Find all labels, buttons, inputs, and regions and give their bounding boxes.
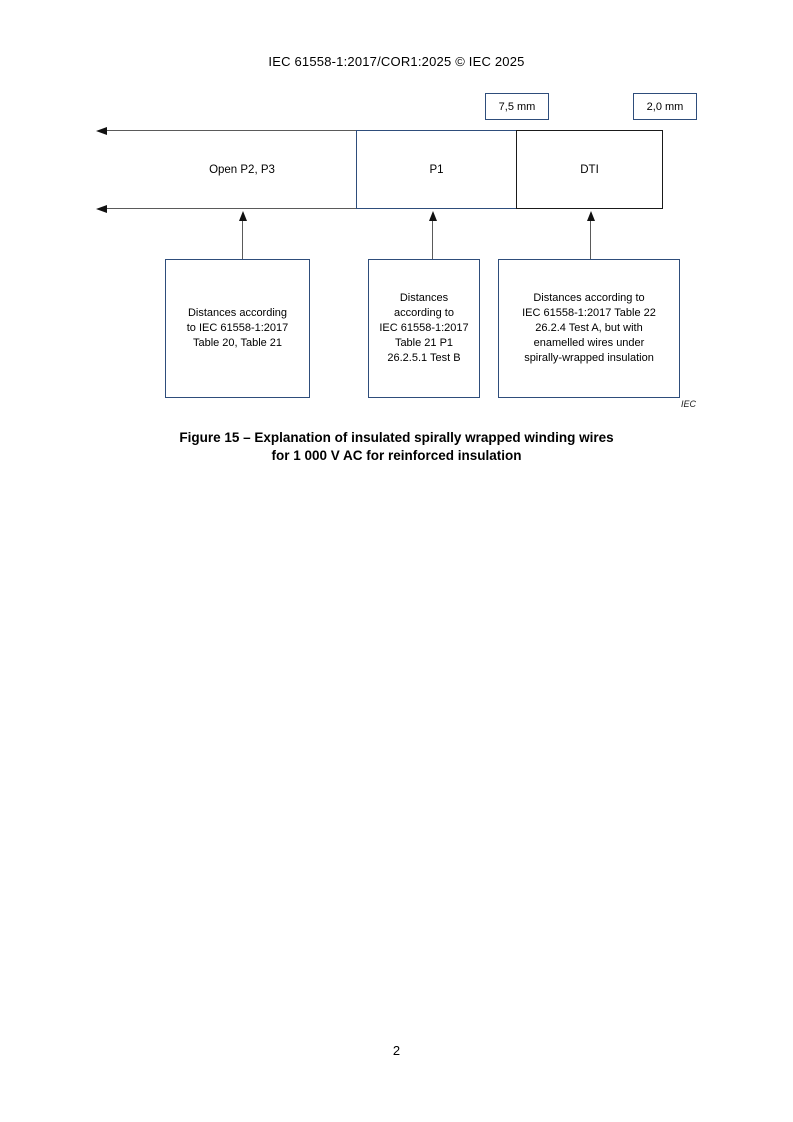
dimension-callout-label: 7,5 mm — [498, 100, 536, 113]
page-number: 2 — [392, 1043, 401, 1058]
left-arrow-icon — [96, 205, 107, 213]
arrowhead — [428, 211, 437, 221]
region-open-p2-p3: Open P2, P3 — [162, 131, 322, 209]
figure-caption-line1: Figure 15 – Explanation of insulated spi… — [179, 430, 614, 445]
note-text: Distances according to IEC 61558-1:2017 … — [186, 307, 289, 349]
region-label: DTI — [580, 163, 599, 176]
region-label: P1 — [429, 163, 444, 176]
figure-credit: IEC — [680, 399, 696, 409]
dimension-callout-label: 2,0 mm — [646, 100, 684, 113]
note-text: Distances according to IEC 61558-1:2017 … — [522, 292, 656, 364]
dimension-callout-7-5mm: 7,5 mm — [485, 93, 549, 120]
top-dimension-line — [106, 130, 356, 131]
note-box-dti-distances: Distances according to IEC 61558-1:2017 … — [498, 259, 680, 398]
note-box-p1-distances: Distances according to IEC 61558-1:2017 … — [368, 259, 480, 398]
figure-caption-line2: for 1 000 V AC for reinforced insulation — [271, 448, 522, 463]
up-arrow-icon — [238, 211, 247, 259]
note-box-open-distances: Distances according to IEC 61558-1:2017 … — [165, 259, 310, 398]
region-box-p1: P1 — [356, 130, 517, 209]
note-text: Distances according to IEC 61558-1:2017 … — [379, 292, 469, 364]
dimension-callout-2-0mm: 2,0 mm — [633, 93, 697, 120]
arrowhead — [586, 211, 595, 221]
bottom-dimension-line — [106, 208, 356, 209]
left-arrow-icon — [96, 127, 107, 135]
region-label: Open P2, P3 — [209, 164, 275, 176]
up-arrow-icon — [428, 211, 437, 259]
arrowhead — [238, 211, 247, 221]
region-box-dti: DTI — [516, 130, 663, 209]
figure-caption: Figure 15 – Explanation of insulated spi… — [0, 429, 793, 465]
up-arrow-icon — [586, 211, 595, 259]
document-header: IEC 61558-1:2017/COR1:2025 © IEC 2025 — [268, 54, 525, 69]
